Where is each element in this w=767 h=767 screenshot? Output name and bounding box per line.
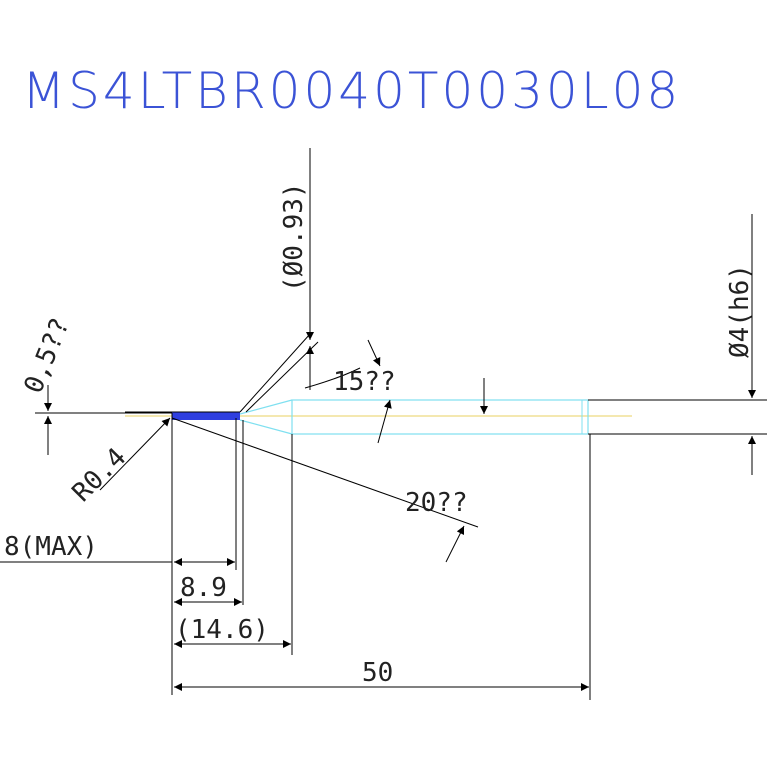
neck-leader-2 (245, 341, 319, 413)
cutting-edge (172, 412, 240, 420)
chamfer-dim-text: 0,5?? (19, 314, 76, 398)
part-number-title: MS4LTBR0040T0030L08 (22, 62, 681, 120)
relief-line (171, 417, 479, 528)
flute-len-text: (14.6) (175, 615, 269, 645)
overall-len-text: 50 (362, 658, 393, 688)
taper-top (239, 399, 293, 415)
shank-outline (291, 399, 589, 435)
taper-angle-text: 15?? (333, 367, 396, 397)
taper-arrow-bottom (377, 399, 392, 444)
neck-leader-1 (239, 333, 311, 413)
shank-dia-text: Ø4(h6) (725, 264, 755, 358)
relief-angle-text: 20?? (405, 488, 468, 518)
taper-angle-arc (304, 367, 361, 389)
taper-arrow-top (367, 339, 381, 367)
radius-dim-text: R0.4 (67, 442, 132, 507)
radius-leader (99, 417, 171, 491)
relief-arrow (445, 525, 465, 563)
neck-dia-text: (Ø0.93) (279, 182, 309, 292)
max-depth-text: 8(MAX) (4, 532, 98, 562)
neck-len-text: 8.9 (180, 573, 227, 603)
taper-bottom (239, 419, 293, 435)
